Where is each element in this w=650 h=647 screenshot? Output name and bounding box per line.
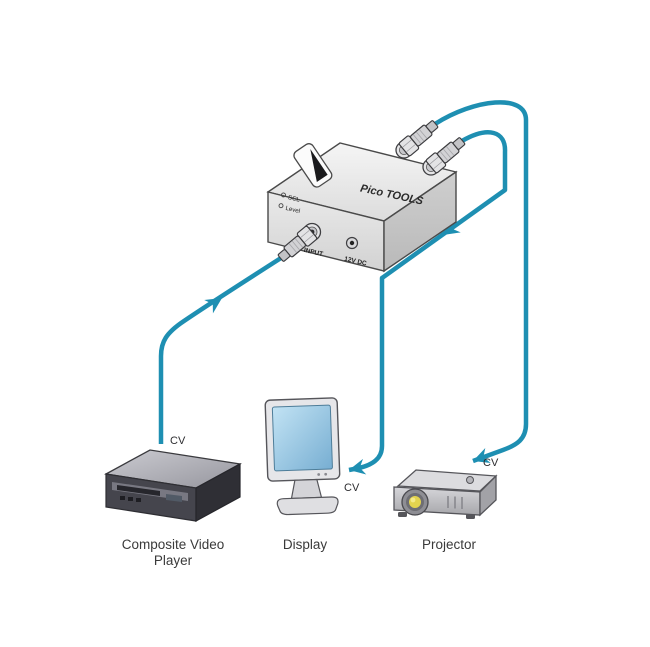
projector-caption: Projector: [422, 537, 477, 552]
signal-arrow-display-mid: [443, 219, 461, 235]
signal-arrows: [204, 219, 491, 475]
projector-knob: [466, 476, 474, 484]
kramer-logo-icon: [293, 143, 333, 188]
monitor-screen: [271, 404, 333, 472]
signal-arrow-display-end: [349, 458, 367, 475]
cable-output-to-display: [348, 130, 508, 473]
scl-trimmer-hole: [281, 192, 286, 198]
display-monitor: [264, 397, 341, 516]
bnc-plug-output-1: [398, 120, 439, 157]
level-trimmer-hole: [278, 203, 284, 209]
bnc-plug-output-2: [425, 137, 466, 174]
bnc-plug-input: [277, 225, 318, 262]
trimmer-labels: SCL Level: [278, 192, 301, 215]
cables: [158, 100, 529, 473]
composite-video-player: [104, 449, 242, 523]
cv-tag-player: CV: [170, 435, 186, 447]
player-display-window: [166, 494, 182, 502]
cable-player-to-input: [158, 256, 283, 444]
level-label: Level: [285, 205, 301, 215]
projector-lens: [401, 488, 429, 516]
monitor-neck: [290, 478, 323, 500]
signal-arrow-input: [204, 298, 222, 314]
player-caption-line2: Player: [154, 553, 193, 568]
projector-device: [393, 469, 498, 519]
monitor-base: [276, 496, 339, 516]
power-jack: [345, 236, 359, 250]
signal-arrow-projector-end: [473, 448, 491, 464]
cv-tag-projector: CV: [483, 457, 499, 469]
cv-tag-display: CV: [344, 482, 360, 494]
scl-label: SCL: [287, 194, 301, 204]
input-label: INPUT: [303, 247, 324, 258]
device-right-face: [383, 170, 457, 273]
cable-output-to-projector: [433, 100, 529, 464]
display-caption: Display: [283, 537, 328, 552]
player-caption-line1: Composite Video: [122, 537, 225, 552]
